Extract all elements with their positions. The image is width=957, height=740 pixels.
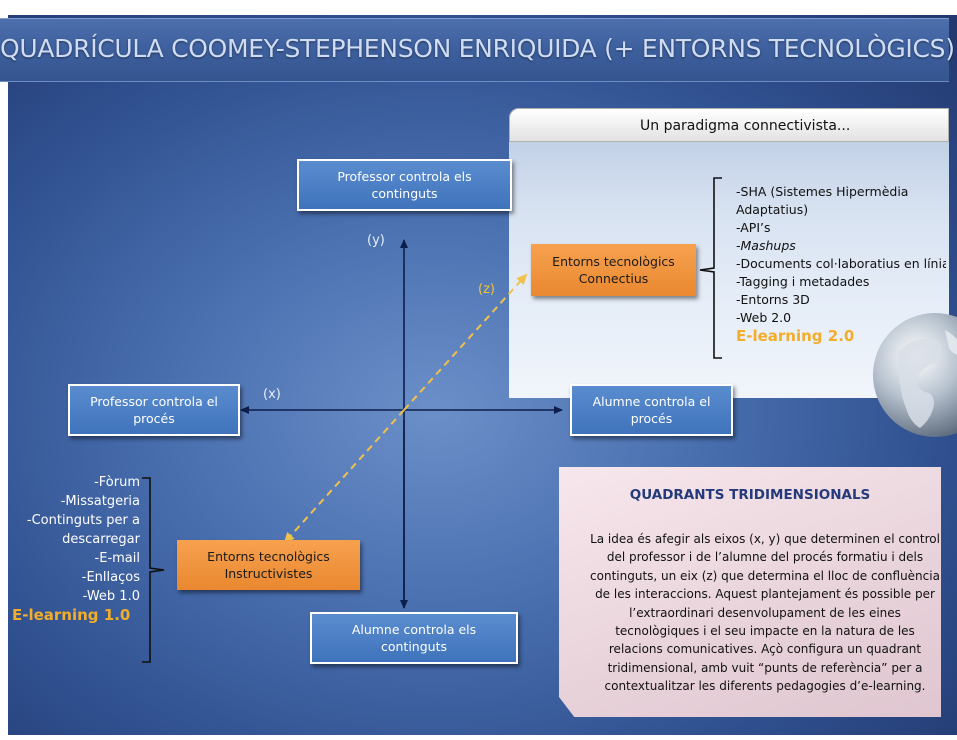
box-alumne-continguts: Alumne controla els continguts xyxy=(310,612,518,664)
list-item: -Entorns 3D xyxy=(736,292,810,307)
z-axis xyxy=(403,273,528,411)
box-entorns-instructivistes: Entorns tecnològics Instructivistes xyxy=(177,540,360,590)
elearning-1-label: E-learning 1.0 xyxy=(12,606,131,624)
list-item: -Documents col·laboratius en línia xyxy=(736,256,946,271)
list-item: -Web 1.0 xyxy=(82,589,140,604)
list-item: -E-mail xyxy=(94,551,140,566)
connectius-list: -SHA (Sistemes Hipermèdia Adaptatius) -A… xyxy=(736,183,946,345)
x-axis-label: (x) xyxy=(263,387,281,402)
list-item: -Web 2.0 xyxy=(736,310,792,325)
connectivist-header xyxy=(509,108,949,142)
globe-icon xyxy=(873,313,957,437)
box-professor-proces: Professor controla el procés xyxy=(68,384,240,436)
list-item: -Tagging i metadades xyxy=(736,274,870,289)
list-item: -Fòrum xyxy=(94,475,140,490)
instructius-list: -Fòrum -Missatgeria -Continguts per a de… xyxy=(12,473,140,625)
list-item: -SHA (Sistemes Hipermèdia xyxy=(736,184,909,199)
connectivist-header-text: Un paradigma connectivista... xyxy=(640,118,851,134)
y-axis-label: (y) xyxy=(367,233,385,248)
quadrants-title: QUADRANTS TRIDIMENSIONALS xyxy=(629,487,871,503)
list-item: Adaptatius) xyxy=(736,202,809,217)
z-axis-label: (z) xyxy=(478,282,495,297)
left-bracket xyxy=(142,477,165,663)
z-axis-down xyxy=(283,409,405,544)
list-item: -Enllaços xyxy=(81,570,140,585)
list-item: -API’s xyxy=(736,220,771,235)
quadrants-text: La idea és afegir als eixos (x, y) que d… xyxy=(590,532,940,694)
list-item: -Mashups xyxy=(736,238,796,253)
box-alumne-proces: Alumne controla el procés xyxy=(570,384,733,436)
list-item: -Continguts per a xyxy=(26,513,140,528)
list-item: -Missatgeria xyxy=(60,494,140,509)
slide-title: QUADRÍCULA COOMEY-STEPHENSON ENRIQUIDA (… xyxy=(0,34,955,63)
box-professor-continguts: Professor controla els continguts xyxy=(297,159,512,211)
title-band xyxy=(0,18,949,82)
right-bracket xyxy=(699,177,722,359)
elearning-2-label: E-learning 2.0 xyxy=(736,327,855,345)
quadrants-panel xyxy=(559,467,941,717)
box-entorns-connectius: Entorns tecnològics Connectius xyxy=(531,244,696,296)
list-item: descarregar xyxy=(62,532,140,547)
